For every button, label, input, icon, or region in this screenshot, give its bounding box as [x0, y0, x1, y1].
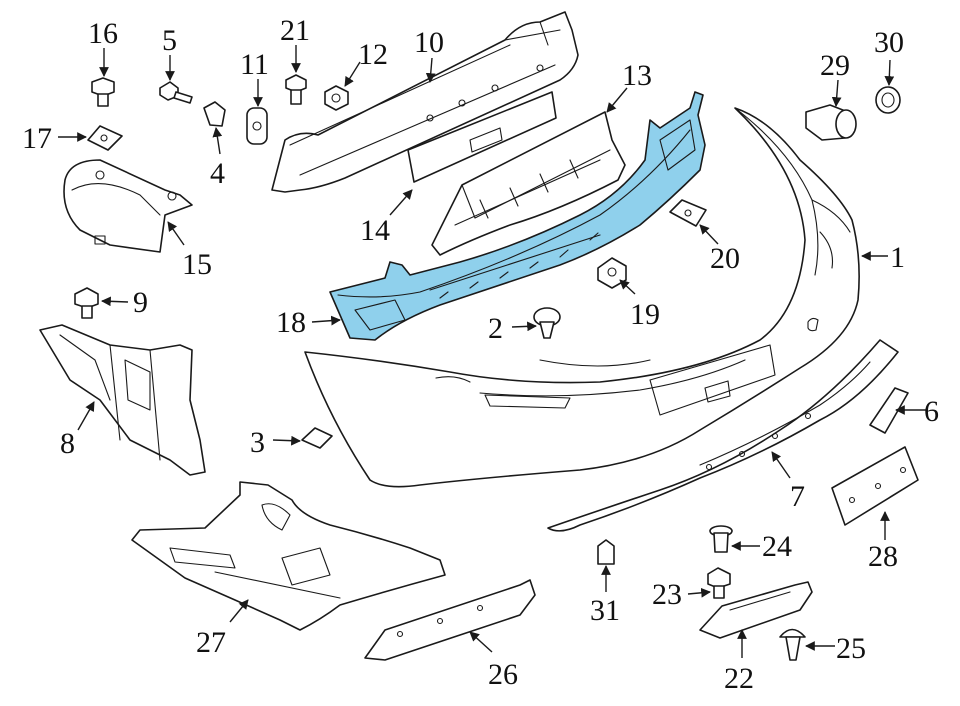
callout-28: 28 — [868, 540, 898, 573]
pushpin-2 — [533, 307, 561, 339]
callout-7: 7 — [790, 480, 805, 513]
energy-absorber-strip — [407, 91, 557, 183]
callout-16: 16 — [88, 17, 118, 50]
callout-21: 21 — [280, 14, 310, 47]
pushpin-25 — [779, 628, 806, 661]
callout-22: 22 — [724, 662, 754, 695]
callout-15: 15 — [182, 248, 212, 281]
mounting-plate — [246, 107, 268, 145]
callout-18: 18 — [276, 306, 306, 339]
callout-31: 31 — [590, 594, 620, 627]
impact-absorber — [431, 111, 626, 256]
callout-29: 29 — [820, 49, 850, 82]
callout-14: 14 — [360, 214, 390, 247]
callout-24: 24 — [762, 530, 792, 563]
callout-3: 3 — [250, 426, 265, 459]
callout-23: 23 — [652, 578, 682, 611]
callout-27: 27 — [196, 626, 226, 659]
rivet-24 — [709, 525, 733, 553]
lower-right-strip — [699, 581, 813, 639]
callout-labels: 1 2 3 4 5 6 7 8 9 10 11 12 13 14 15 16 1… — [22, 14, 939, 695]
lower-side-bracket — [39, 324, 206, 476]
parking-sensor-29 — [805, 104, 857, 141]
bumper-reinforcement-highlighted — [329, 91, 706, 341]
callout-12: 12 — [358, 38, 388, 71]
bolt-16 — [91, 77, 115, 107]
reinforcement-beam — [271, 11, 579, 193]
nut-12 — [324, 85, 349, 111]
side-bracket — [869, 387, 909, 434]
callout-13: 13 — [622, 59, 652, 92]
callout-1: 1 — [890, 241, 905, 274]
nut-19 — [597, 257, 627, 289]
callout-9: 9 — [133, 286, 148, 319]
callout-11: 11 — [240, 48, 269, 81]
callout-26: 26 — [488, 658, 518, 691]
screw-5 — [159, 81, 193, 104]
bolt-21 — [285, 74, 307, 105]
diffuser — [547, 339, 899, 532]
callout-4: 4 — [210, 157, 225, 190]
grommet-30 — [875, 86, 901, 114]
callout-5: 5 — [162, 24, 177, 57]
upper-side-bracket — [63, 159, 193, 253]
bolt-23 — [707, 567, 731, 599]
callout-6: 6 — [924, 395, 939, 428]
callout-19: 19 — [630, 298, 660, 331]
clip-3 — [301, 427, 333, 449]
license-plate-bracket — [831, 446, 919, 526]
callout-25: 25 — [836, 632, 866, 665]
callout-30: 30 — [874, 26, 904, 59]
nut-clip-4 — [203, 101, 226, 127]
clip-31 — [597, 539, 615, 565]
lower-strip — [364, 579, 536, 661]
bumper-cover — [304, 107, 860, 488]
leader-lines — [58, 45, 928, 658]
undertray — [131, 481, 446, 631]
bolt-9 — [74, 287, 99, 319]
callout-17: 17 — [22, 122, 52, 155]
clip-17 — [87, 125, 123, 151]
clip-20 — [669, 199, 707, 227]
callout-10: 10 — [414, 26, 444, 59]
callout-8: 8 — [60, 427, 75, 460]
callout-20: 20 — [710, 242, 740, 275]
callout-2: 2 — [488, 312, 503, 345]
